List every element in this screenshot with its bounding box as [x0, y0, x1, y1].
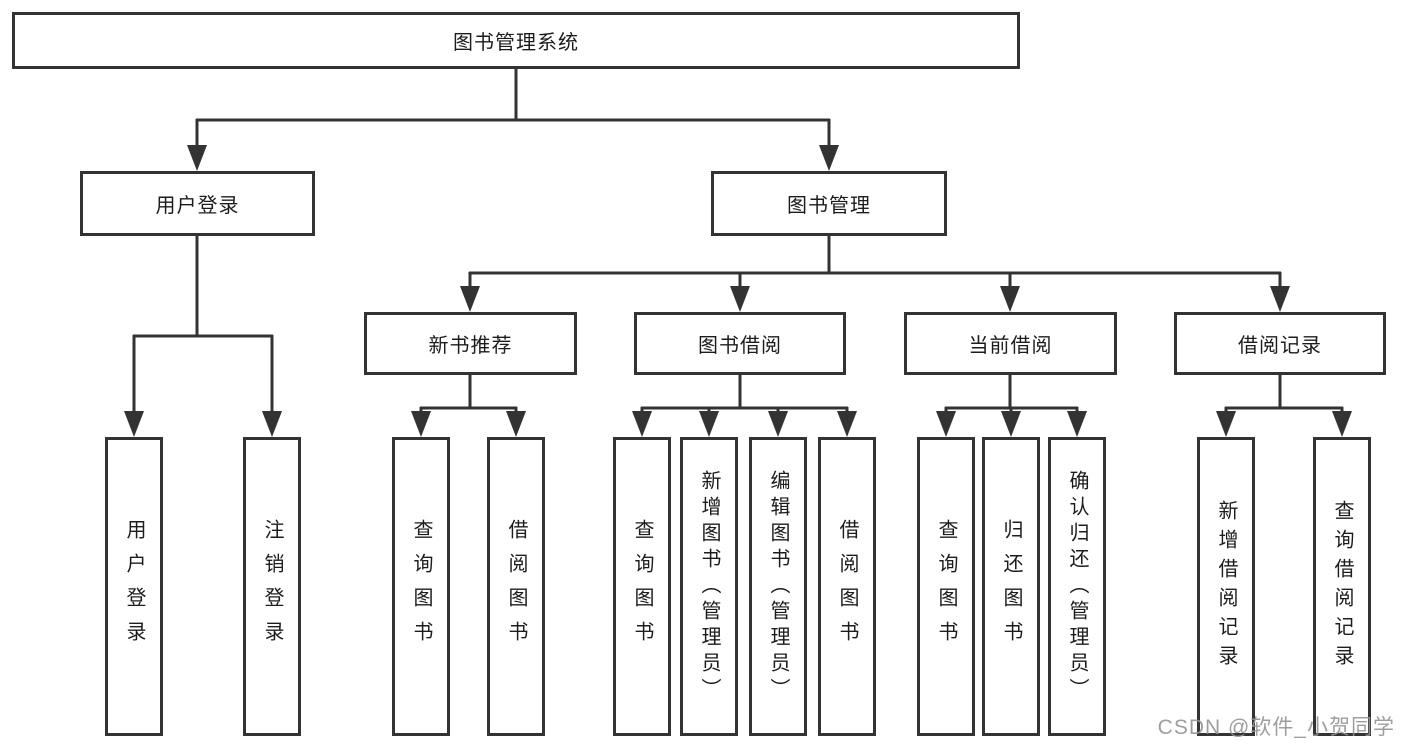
leaf-query-books-borrowing-label: 查询图书	[631, 518, 653, 655]
leaf-return-book-label: 归还图书	[1000, 518, 1022, 655]
leaf-logout: 注销登录	[243, 437, 301, 736]
leaf-query-books-recommend-label: 查询图书	[410, 518, 432, 655]
leaf-borrow-books-recommend-label: 借阅图书	[505, 518, 527, 655]
node-current-borrowing-label: 当前借阅	[968, 335, 1053, 357]
leaf-query-books-current-label: 查询图书	[935, 518, 957, 655]
node-book-management-label: 图书管理	[787, 195, 871, 217]
node-user-login-label: 用户登录	[155, 195, 240, 217]
leaf-confirm-return-admin-label: 确认归还（管理员）	[1066, 469, 1088, 704]
leaf-add-borrow-record-label: 新增借阅记录	[1215, 499, 1237, 674]
leaf-confirm-return-admin: 确认归还（管理员）	[1048, 437, 1106, 736]
node-root-label: 图书管理系统	[453, 32, 579, 54]
node-borrowing-records: 借阅记录	[1174, 312, 1386, 375]
node-current-borrowing: 当前借阅	[904, 312, 1117, 375]
node-user-login: 用户登录	[80, 171, 315, 236]
node-root-system: 图书管理系统	[12, 12, 1020, 69]
node-new-book-recommend-label: 新书推荐	[428, 335, 513, 357]
leaf-edit-book-admin-label: 编辑图书（管理员）	[767, 469, 789, 704]
leaf-user-login-label: 用户登录	[123, 518, 145, 655]
leaf-borrow-books-borrowing-label: 借阅图书	[836, 518, 858, 655]
node-new-book-recommend: 新书推荐	[364, 312, 577, 375]
leaf-query-books-recommend: 查询图书	[392, 437, 450, 736]
leaf-query-books-borrowing: 查询图书	[613, 437, 671, 736]
leaf-edit-book-admin: 编辑图书（管理员）	[749, 437, 807, 736]
node-borrowing-records-label: 借阅记录	[1238, 335, 1322, 357]
leaf-user-login: 用户登录	[105, 437, 163, 736]
leaf-add-borrow-record: 新增借阅记录	[1197, 437, 1255, 736]
leaf-query-books-current: 查询图书	[917, 437, 975, 736]
node-book-management: 图书管理	[711, 171, 947, 236]
leaf-add-book-admin: 新增图书（管理员）	[680, 437, 738, 736]
leaf-add-book-admin-label: 新增图书（管理员）	[698, 469, 720, 704]
arrowheads	[124, 145, 1352, 437]
leaf-borrow-books-borrowing: 借阅图书	[818, 437, 876, 736]
node-book-borrowing-label: 图书借阅	[698, 335, 782, 357]
leaf-borrow-books-recommend: 借阅图书	[487, 437, 545, 736]
leaf-logout-label: 注销登录	[261, 518, 283, 655]
leaf-query-borrow-record: 查询借阅记录	[1313, 437, 1371, 736]
leaf-return-book: 归还图书	[982, 437, 1040, 736]
node-book-borrowing: 图书借阅	[634, 312, 846, 375]
csdn-watermark: CSDN @软件_小贺同学	[1157, 716, 1395, 739]
leaf-query-borrow-record-label: 查询借阅记录	[1331, 499, 1353, 674]
